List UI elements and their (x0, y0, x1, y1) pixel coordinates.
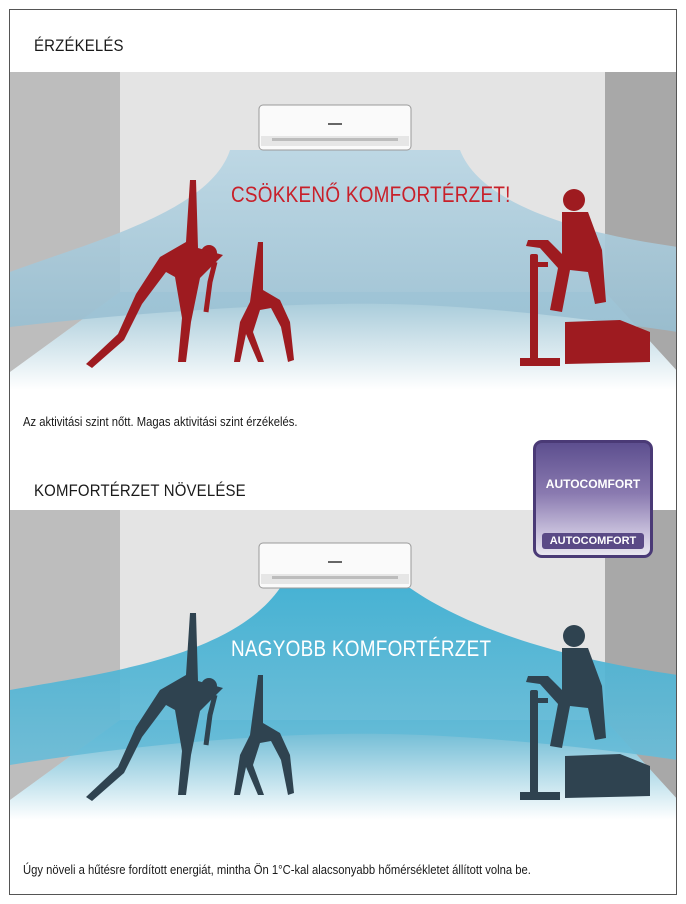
badge-label: AUTOCOMFORT (542, 533, 644, 549)
exercise-bike-icon (520, 625, 650, 800)
section-heading-sensing: ÉRZÉKELÉS (34, 36, 124, 55)
yoga-person-icon (86, 613, 223, 801)
yoga-person-icon (234, 675, 294, 795)
autocomfort-badge: AUTOCOMFORT AUTOCOMFORT (533, 440, 653, 558)
yoga-person-icon (86, 180, 223, 368)
yoga-person-icon (234, 242, 294, 362)
room-illustration (10, 72, 676, 390)
caption-sensing: Az aktivitási szint nőtt. Magas aktivitá… (23, 415, 298, 429)
section-heading-comfort: KOMFORTÉRZET NÖVELÉSE (34, 481, 246, 500)
scene-sensing: CSÖKKENŐ KOMFORTÉRZET! (10, 72, 676, 390)
page-frame: ÉRZÉKELÉS (9, 9, 677, 895)
exercise-bike-icon (520, 189, 650, 366)
badge-title: AUTOCOMFORT (545, 477, 641, 491)
scene-label-increased-comfort: NAGYOBB KOMFORTÉRZET (231, 636, 492, 661)
caption-comfort: Úgy növeli a hűtésre fordított energiát,… (23, 863, 531, 877)
scene-comfort: NAGYOBB KOMFORTÉRZET (10, 510, 676, 820)
air-conditioner-icon (258, 542, 412, 589)
air-conditioner-icon (258, 104, 412, 151)
room-illustration (10, 510, 676, 820)
scene-label-reduced-comfort: CSÖKKENŐ KOMFORTÉRZET! (231, 182, 511, 207)
